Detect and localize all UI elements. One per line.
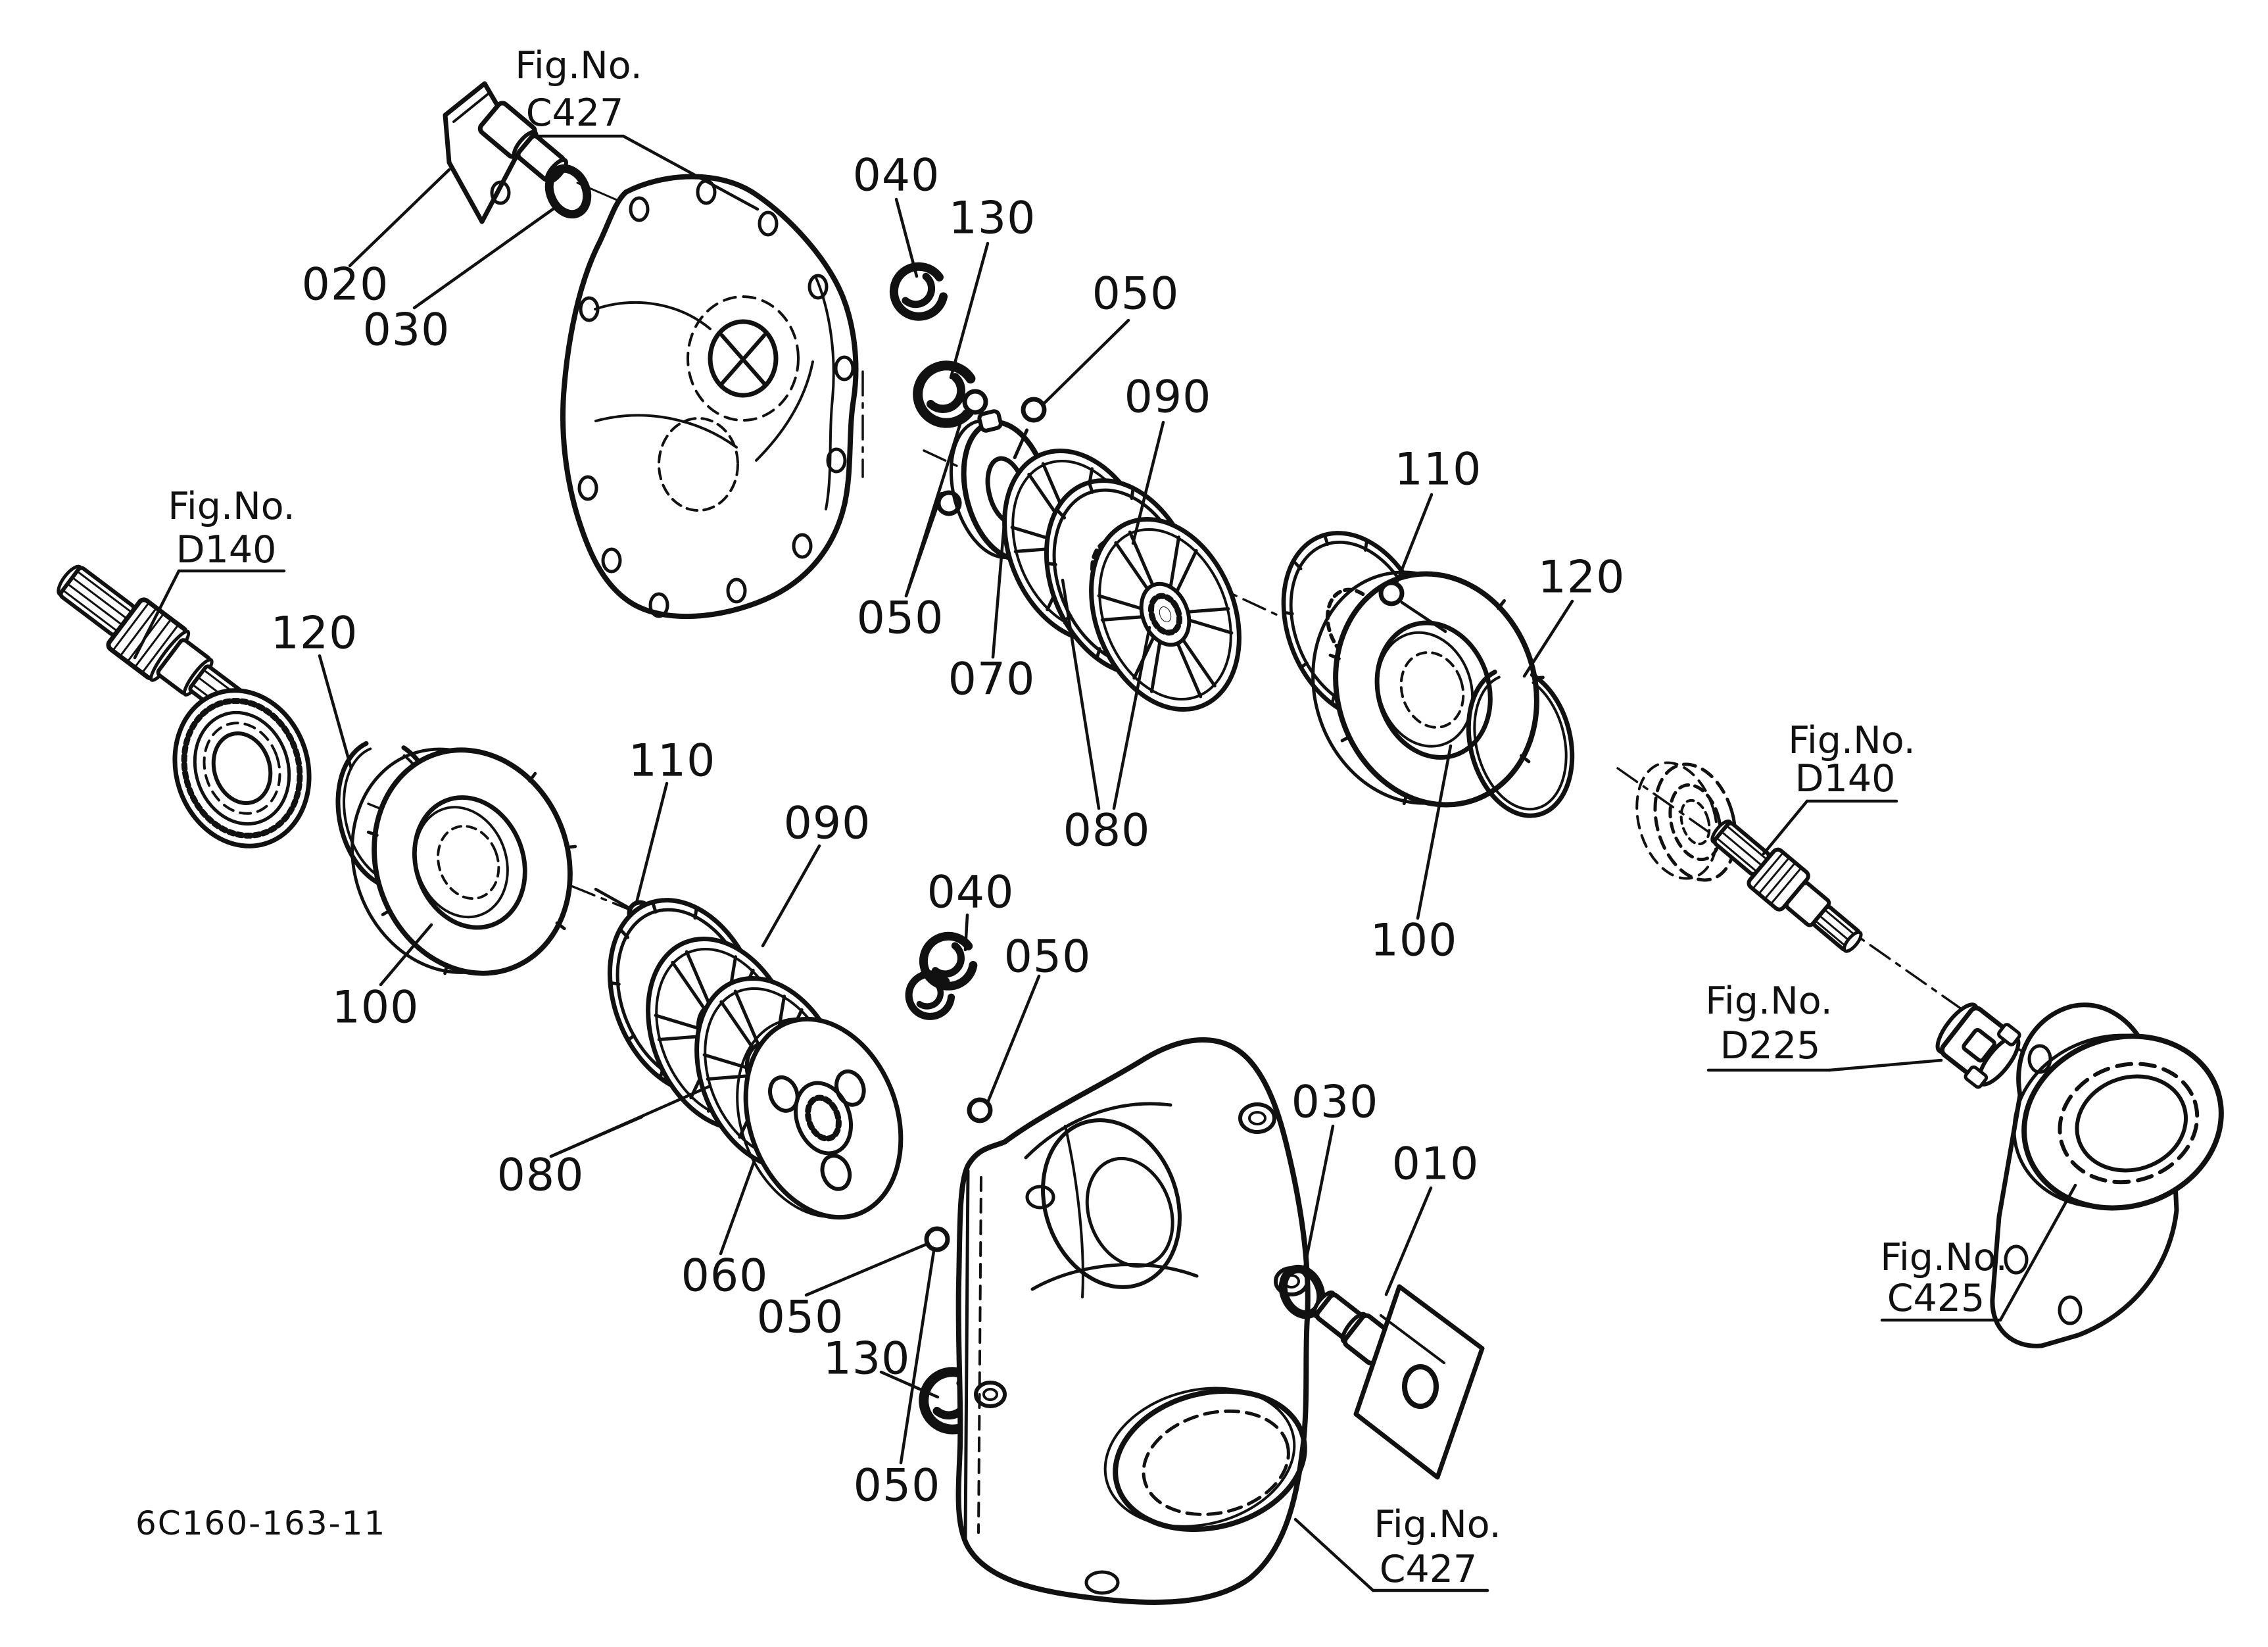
callout-010: 010 (1392, 1139, 1480, 1191)
leader-100-left (379, 923, 433, 987)
part-housing-c427-top (560, 174, 859, 620)
part-020-bracket-sensor (443, 81, 568, 224)
figref-d140-left-line1: Fig.No. (168, 485, 295, 528)
drawing-number: 6C160-163-11 (135, 1504, 386, 1542)
leader-d225 (1827, 1058, 1943, 1072)
leader-050-top (1043, 318, 1130, 405)
leader-020 (348, 168, 451, 268)
callout-110-right: 110 (1395, 444, 1482, 496)
callout-120-left: 120 (271, 608, 358, 660)
callout-090-left: 090 (784, 798, 871, 850)
part-050-ball-a (962, 389, 988, 415)
part-100-clutch-drum-left (322, 712, 607, 1008)
part-coupling-d225 (1935, 1002, 2021, 1089)
leader-030-top (412, 205, 558, 310)
leader-080-right-a (1061, 578, 1101, 810)
diagram-artwork (57, 81, 2224, 1605)
figref-c427-top-line1: Fig.No. (515, 44, 642, 87)
callout-130-bottom: 130 (823, 1333, 911, 1385)
callout-020: 020 (302, 259, 389, 311)
figref-d140-right-line1: Fig.No. (1788, 719, 1915, 762)
figure-ref-labels: Fig.No. C427 Fig.No. D140 Fig.No. D140 F… (168, 44, 2007, 1591)
leader-110-right (1395, 493, 1434, 585)
figref-d225-line2: D225 (1720, 1024, 1821, 1068)
figref-c427-bottom-line1: Fig.No. (1374, 1503, 1501, 1546)
figref-d140-right-line2: D140 (1795, 757, 1896, 800)
part-050-ball-e (924, 1226, 950, 1252)
leader-040-top (894, 197, 919, 278)
leader-120-left (318, 654, 353, 770)
callout-030-bottom: 030 (1291, 1077, 1379, 1129)
leader-050-mid2 (986, 974, 1041, 1104)
part-flange-c425 (1990, 1002, 2224, 1348)
callout-040-top: 040 (853, 150, 940, 202)
leader-130-top (949, 241, 990, 380)
leader-050-left (804, 1242, 928, 1297)
leader-110-left-2 (594, 887, 631, 910)
callout-080-right: 080 (1063, 805, 1151, 857)
leader-090-top (1131, 420, 1165, 545)
callout-120-right: 120 (1538, 552, 1626, 604)
leader-080-right-b (1112, 626, 1151, 810)
leader-070 (991, 499, 1008, 659)
figref-c425-line1: Fig.No. (1880, 1236, 2007, 1279)
leader-d140-right (1762, 799, 1809, 856)
callout-110-left: 110 (629, 735, 716, 787)
part-110-ball-right (1378, 580, 1405, 606)
part-050-ball-d (967, 1097, 993, 1123)
figref-c427-bottom-line2: C427 (1380, 1548, 1478, 1591)
leader-090-left (761, 844, 821, 948)
callout-050-bottom: 050 (854, 1460, 941, 1512)
leader-060 (719, 1161, 756, 1256)
callout-060: 060 (681, 1250, 769, 1302)
part-040-circlip-top (890, 264, 946, 320)
part-shaft-d140-right (1710, 819, 1863, 953)
callout-050-left: 050 (757, 1292, 844, 1344)
leader-110-left (635, 781, 669, 904)
part-bearing-left (155, 673, 329, 864)
callout-050-mid2: 050 (1004, 931, 1092, 983)
callout-100-right: 100 (1370, 915, 1458, 967)
callout-labels: 020 030 040 130 050 090 110 120 050 070 … (271, 150, 1626, 1512)
leader-050-bottom (899, 1249, 936, 1465)
figref-c427-top-line2: C427 (526, 91, 624, 135)
leader-d140-left (133, 569, 181, 660)
callout-030-top: 030 (363, 305, 450, 356)
callout-040-mid: 040 (927, 867, 1015, 919)
callout-070: 070 (948, 654, 1036, 706)
leader-050-mid-b (904, 491, 944, 598)
part-040-circlip-mid-2 (904, 970, 955, 1021)
leader-010 (1384, 1186, 1433, 1296)
callout-130-top: 130 (949, 193, 1036, 245)
leader-080-left-b (549, 1085, 711, 1158)
callout-100-left: 100 (332, 982, 420, 1034)
figref-d225-line1: Fig.No. (1705, 979, 1832, 1023)
leader-130-bottom (879, 1370, 940, 1399)
callout-080-left: 080 (497, 1150, 585, 1202)
leader-040-mid (963, 913, 969, 952)
part-housing-c427-bottom (955, 1037, 1311, 1605)
leader-110-right-2 (1400, 601, 1447, 633)
callout-050-mid: 050 (857, 593, 944, 645)
leader-lines (133, 134, 2077, 1592)
leader-c427-bottom (1293, 1517, 1375, 1592)
figref-d140-left-line2: D140 (176, 528, 277, 572)
leader-c425 (1998, 1183, 2077, 1322)
leader-100-right (1416, 744, 1453, 920)
leader-030-bottom (1302, 1124, 1335, 1273)
callout-050-top: 050 (1092, 268, 1180, 320)
leader-120-right (1522, 599, 1574, 678)
callout-090-top: 090 (1124, 372, 1212, 424)
leader-c427-top (621, 134, 760, 211)
part-010-switch (1312, 1284, 1485, 1480)
figref-c425-line2: C425 (1887, 1277, 1985, 1320)
part-050-ball-c (1021, 397, 1047, 423)
